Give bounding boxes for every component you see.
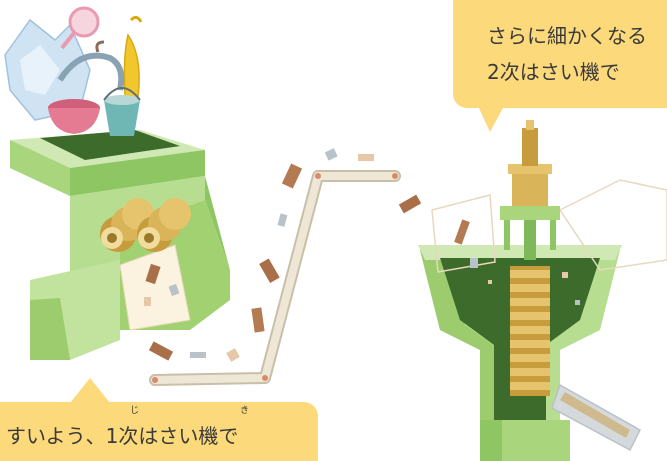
gear-left [100, 198, 154, 252]
gear-right [137, 198, 191, 252]
conveyor-belt-illustration [148, 148, 422, 386]
ruby-ji: じ [130, 406, 140, 416]
waste-objects-illustration [4, 6, 143, 136]
callout-bottom: じ き すいよう、1次はさい機で [0, 402, 318, 461]
callout-top-line-2: 2次はさい機で [487, 60, 620, 84]
callout-top-line-1: さらに細かくなる [487, 24, 647, 48]
callout-top: さらに細かくなる 2次はさい機で [453, 0, 667, 108]
secondary-crusher-illustration [418, 120, 667, 461]
callout-top-pointer [478, 106, 504, 132]
callout-bottom-pointer [70, 378, 110, 403]
callout-bottom-line-1: すいよう、1次はさい機で [6, 424, 239, 448]
primary-crusher-illustration [10, 130, 230, 360]
ruby-ki: き [240, 406, 250, 416]
rotor-stack [510, 266, 550, 396]
